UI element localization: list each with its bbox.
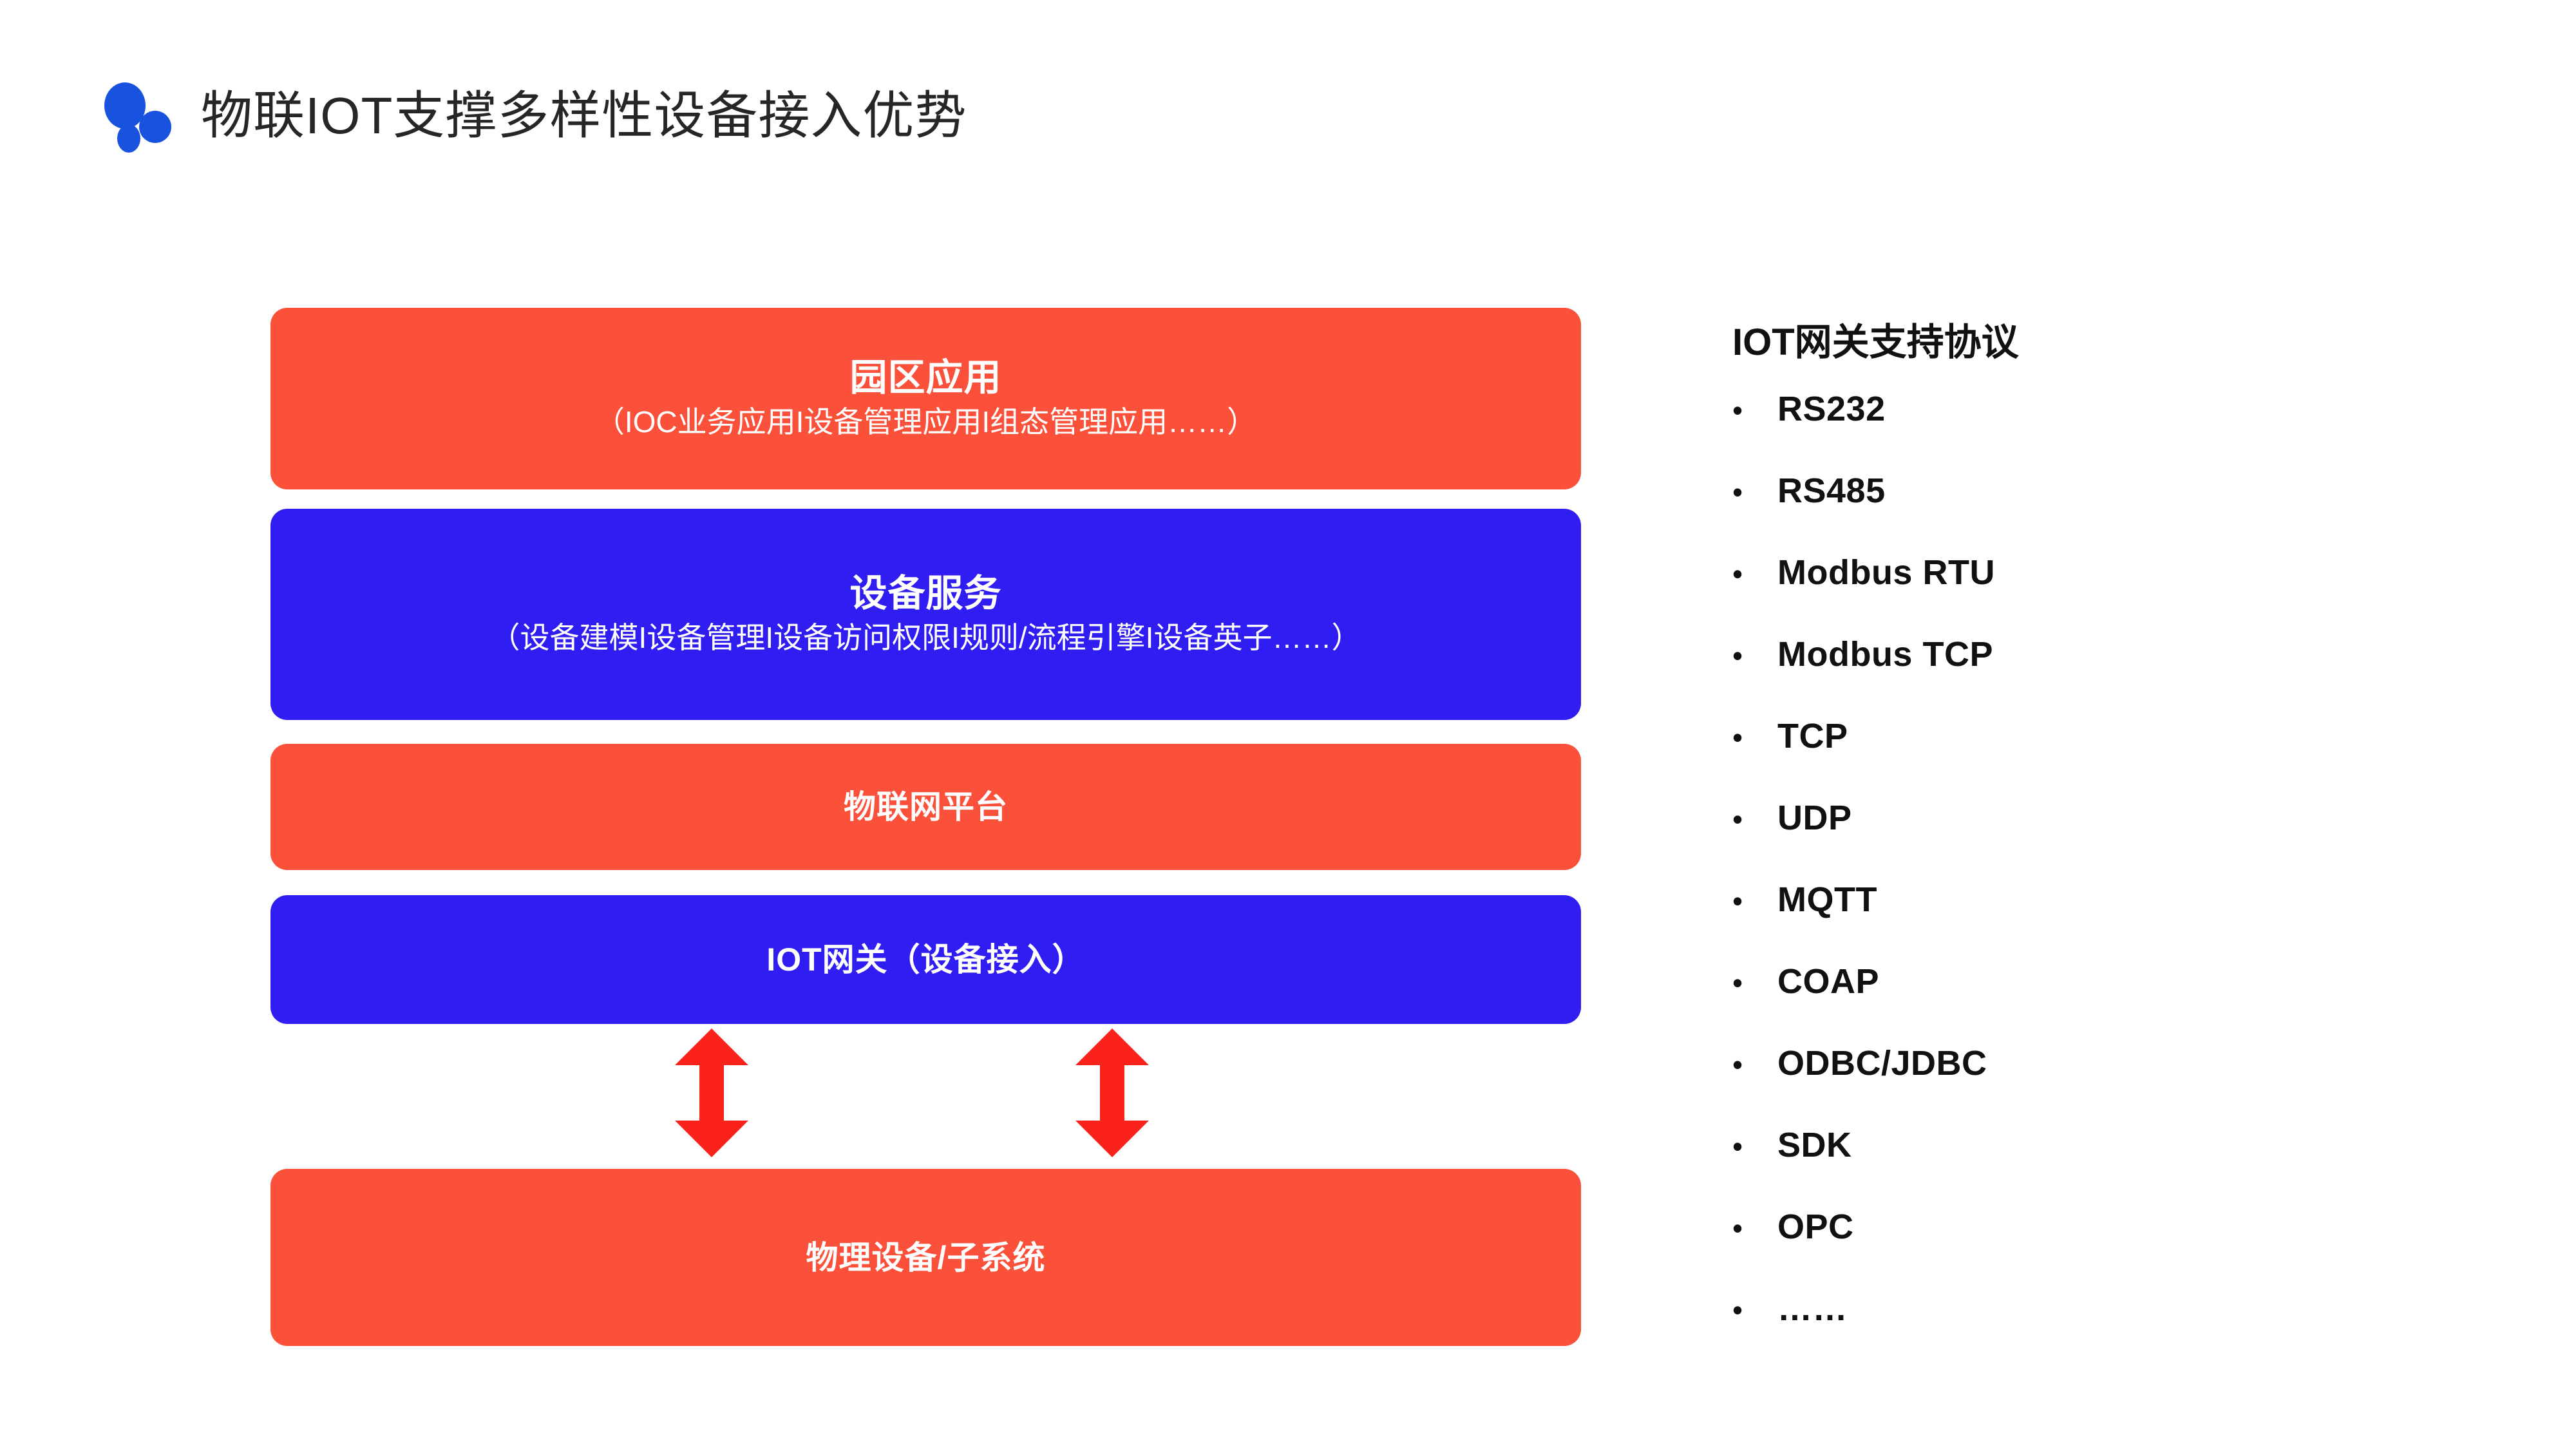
- page-title: 物联IOT支撑多样性设备接入优势: [201, 87, 967, 144]
- three-dots-logo-icon: [97, 74, 180, 158]
- list-item[interactable]: • MQTT: [1732, 882, 2376, 964]
- double-headed-vertical-arrow-icon: [1075, 1028, 1149, 1157]
- protocol-label: Modbus RTU: [1777, 553, 1995, 592]
- bullet-icon: •: [1732, 556, 1743, 591]
- layer-subtitle: （IOC业务应用I设备管理应用I组态管理应用……）: [594, 404, 1257, 439]
- list-item[interactable]: • ……: [1732, 1291, 2376, 1373]
- bullet-icon: •: [1732, 638, 1743, 672]
- list-item[interactable]: • Modbus TCP: [1732, 637, 2376, 719]
- layer-title: 物理设备/子系统: [806, 1239, 1046, 1276]
- logo-dot-medium: [139, 111, 171, 143]
- layer-box-device-service[interactable]: 设备服务 （设备建模I设备管理I设备访问权限I规则/流程引擎I设备英子……）: [270, 509, 1581, 720]
- list-item[interactable]: • Modbus RTU: [1732, 555, 2376, 637]
- bullet-icon: •: [1732, 1129, 1743, 1163]
- bullet-icon: •: [1732, 802, 1743, 836]
- protocol-label: ODBC/JDBC: [1777, 1043, 1987, 1083]
- protocol-label: UDP: [1777, 798, 1852, 837]
- layer-title: 园区应用: [849, 357, 1002, 399]
- list-item[interactable]: • OPC: [1732, 1209, 2376, 1291]
- protocol-label: ……: [1777, 1289, 1848, 1328]
- list-item[interactable]: • TCP: [1732, 719, 2376, 800]
- double-headed-vertical-arrow-icon: [675, 1028, 748, 1157]
- layer-box-physical-devices[interactable]: 物理设备/子系统: [270, 1169, 1581, 1346]
- protocol-panel: IOT网关支持协议 • RS232 • RS485 • Modbus RTU •…: [1732, 322, 2376, 1373]
- protocol-label: COAP: [1777, 961, 1880, 1001]
- page-header: 物联IOT支撑多样性设备接入优势: [97, 71, 967, 161]
- protocol-label: SDK: [1777, 1125, 1852, 1164]
- list-item[interactable]: • RS485: [1732, 473, 2376, 555]
- layer-box-iot-platform[interactable]: 物联网平台: [270, 744, 1581, 870]
- logo-dot-small: [117, 124, 140, 153]
- protocol-panel-heading: IOT网关支持协议: [1732, 321, 2019, 363]
- protocol-label: RS232: [1777, 389, 1886, 428]
- protocol-list: • RS232 • RS485 • Modbus RTU • Modbus TC…: [1732, 392, 2376, 1373]
- layer-title: 物联网平台: [844, 789, 1008, 825]
- bullet-icon: •: [1732, 1047, 1743, 1081]
- layer-box-park-application[interactable]: 园区应用 （IOC业务应用I设备管理应用I组态管理应用……）: [270, 308, 1581, 489]
- list-item[interactable]: • SDK: [1732, 1128, 2376, 1209]
- list-item[interactable]: • COAP: [1732, 964, 2376, 1046]
- bullet-icon: •: [1732, 393, 1743, 427]
- bullet-icon: •: [1732, 965, 1743, 999]
- logo-dot-large: [104, 82, 146, 129]
- bullet-icon: •: [1732, 1211, 1743, 1245]
- layer-subtitle: （设备建模I设备管理I设备访问权限I规则/流程引擎I设备英子……）: [490, 620, 1361, 654]
- layer-title: 设备服务: [849, 573, 1002, 615]
- protocol-label: OPC: [1777, 1207, 1854, 1246]
- list-item[interactable]: • ODBC/JDBC: [1732, 1046, 2376, 1128]
- protocol-label: TCP: [1777, 716, 1848, 755]
- protocol-label: MQTT: [1777, 880, 1877, 919]
- list-item[interactable]: • RS232: [1732, 392, 2376, 473]
- list-item[interactable]: • UDP: [1732, 800, 2376, 882]
- bullet-icon: •: [1732, 475, 1743, 509]
- protocol-label: RS485: [1777, 471, 1886, 510]
- layer-box-iot-gateway[interactable]: IOT网关（设备接入）: [270, 895, 1581, 1024]
- bullet-icon: •: [1732, 884, 1743, 918]
- bullet-icon: •: [1732, 720, 1743, 754]
- bullet-icon: •: [1732, 1293, 1743, 1327]
- protocol-label: Modbus TCP: [1777, 634, 1993, 674]
- layer-title: IOT网关（设备接入）: [766, 942, 1085, 978]
